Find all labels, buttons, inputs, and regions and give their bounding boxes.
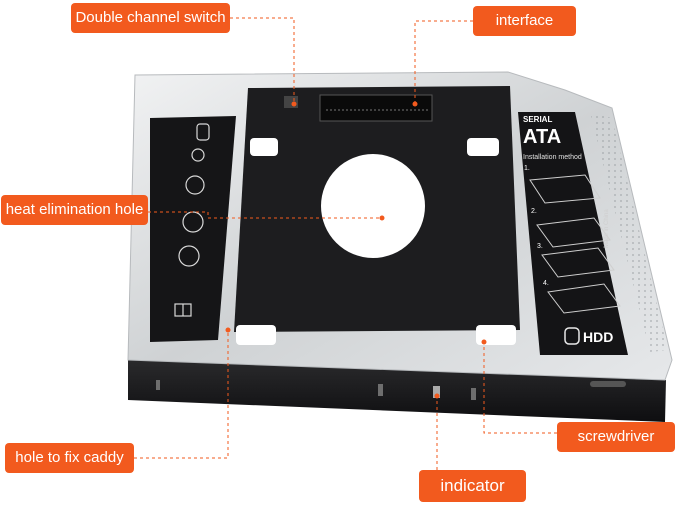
left-sticker	[150, 116, 236, 342]
tray-cutout	[476, 325, 516, 345]
callout-screwdriver: screwdriver	[557, 422, 675, 452]
step-4-label: 4.	[543, 280, 549, 287]
callout-double-channel-switch: Double channel switch	[71, 3, 230, 33]
callout-hole-to-fix-caddy: hole to fix caddy	[5, 443, 134, 473]
hdd-icon	[196, 123, 210, 141]
heat-hole	[321, 154, 425, 258]
step-3-label: 3.	[537, 243, 543, 250]
vent-strip	[590, 112, 668, 352]
hdd-icon-large	[564, 327, 580, 345]
ata-label: ATA	[523, 126, 561, 148]
no-impact-icon	[185, 175, 205, 195]
front-notch	[378, 384, 383, 396]
right-sticker	[518, 112, 628, 355]
front-notch	[471, 388, 476, 400]
callout-heat-elimination-hole: heat elimination hole	[1, 195, 148, 225]
right-sticker-steps	[529, 174, 621, 314]
serial-label: SERIAL	[523, 115, 552, 124]
tray-cutout	[467, 138, 499, 156]
step-2-label: 2.	[531, 208, 537, 215]
left-sticker-icons	[174, 123, 210, 317]
usage-icon	[191, 148, 205, 162]
made-in-label: Made in China	[604, 209, 610, 248]
indicator-slot	[433, 386, 440, 398]
hdd-label: HDD	[583, 329, 613, 345]
sata-connector	[319, 94, 433, 122]
channel-switch	[284, 96, 298, 108]
step-1-label: 1.	[524, 165, 530, 172]
installation-method-label: Installation method	[523, 154, 582, 161]
no-disassemble-icon	[178, 245, 200, 267]
callout-indicator: indicator	[419, 470, 526, 502]
tray-cutout	[236, 325, 276, 345]
eject-slot	[590, 381, 626, 387]
leader-dots	[225, 101, 487, 399]
tray-cutout	[250, 138, 278, 156]
front-notch	[156, 380, 160, 390]
callout-interface: interface	[473, 6, 576, 36]
